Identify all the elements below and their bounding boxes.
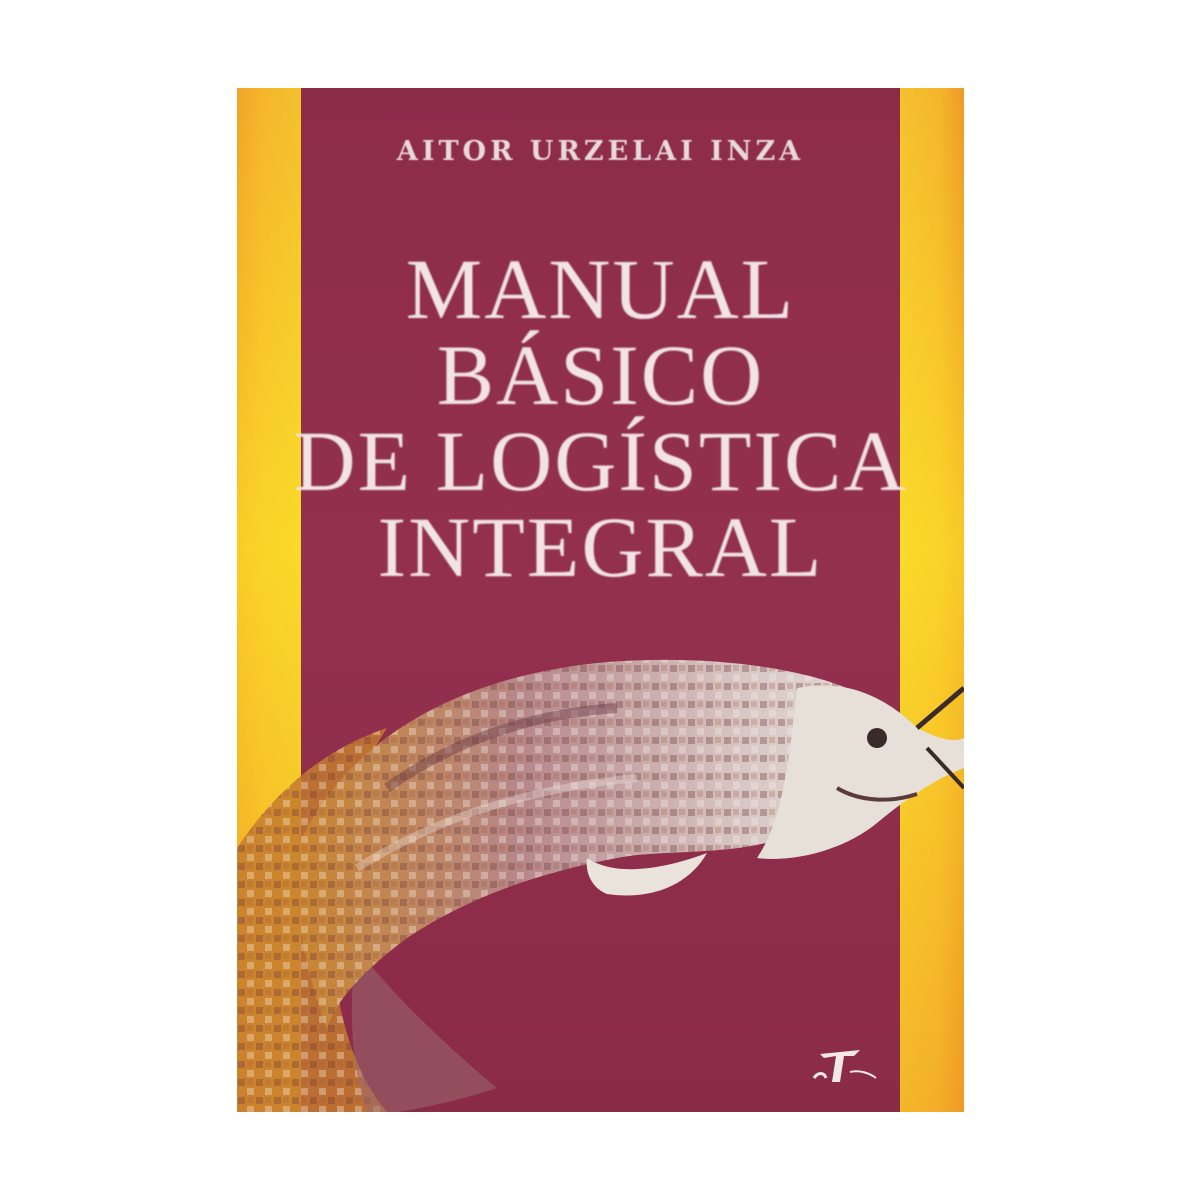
author-name: AITOR URZELAI INZA bbox=[396, 136, 805, 167]
book-cover: AITOR URZELAI INZA MANUAL BÁSICO DE LOGÍ… bbox=[237, 88, 964, 1112]
publisher-logo-icon bbox=[812, 1050, 877, 1082]
title-line: INTEGRAL bbox=[377, 499, 824, 595]
title-line: BÁSICO bbox=[436, 327, 765, 423]
cover-side-band-right bbox=[900, 88, 964, 1112]
title-line: DE LOGÍSTICA bbox=[293, 413, 908, 509]
book-title: MANUAL BÁSICO DE LOGÍSTICA INTEGRAL bbox=[237, 246, 964, 590]
dragon-illustration-icon bbox=[237, 659, 964, 1112]
title-line: MANUAL bbox=[405, 241, 796, 337]
